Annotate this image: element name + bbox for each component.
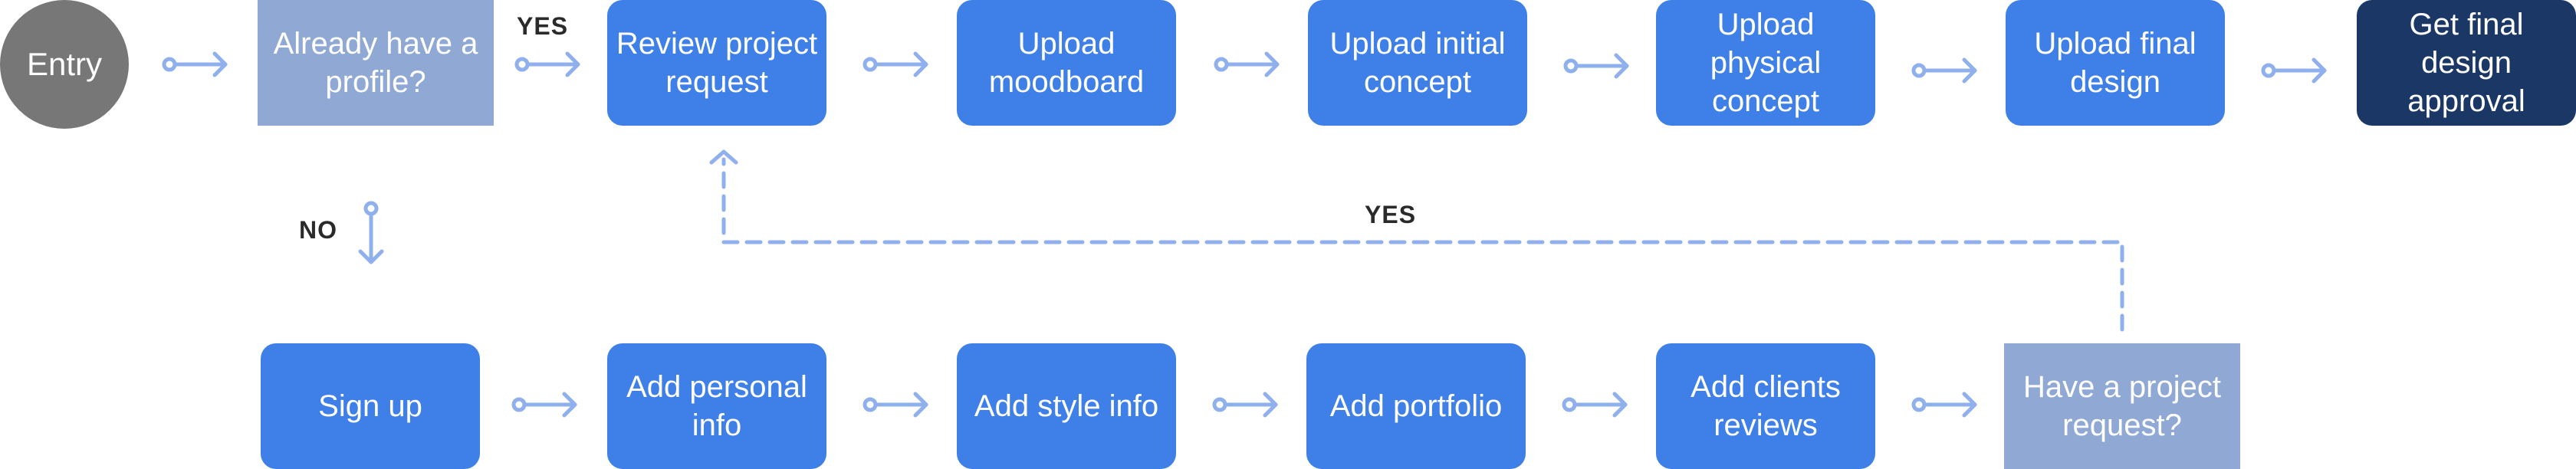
upload-moodboard-step: Upload moodboard [957, 0, 1176, 126]
get-final-design-approval-step: Get final design approval [2357, 0, 2576, 126]
loop-back-connector [721, 157, 2124, 332]
connector-profile-to-review [517, 54, 578, 75]
upload-physical-concept-step: Upload physical concept [1656, 0, 1875, 126]
add-portfolio-step: Add portfolio [1306, 343, 1526, 469]
connector-style-to-portfolio [1214, 394, 1276, 415]
upload-initial-concept-step: Upload initial concept [1308, 0, 1527, 126]
connector-signup-to-personal [514, 394, 575, 415]
connector-physical-to-final [1914, 60, 1975, 81]
add-personal-info-step: Add personal info [607, 343, 826, 469]
add-style-info-step: Add style info [957, 343, 1176, 469]
yes-label-top: YES [517, 12, 569, 40]
review-project-request-step: Review project request [607, 0, 826, 126]
have-project-request-decision: Have a project request? [2004, 343, 2240, 469]
connector-final-to-approval [2263, 60, 2325, 81]
connector-moodboard-to-initial [1216, 54, 1277, 75]
connector-entry-to-profile [164, 54, 225, 75]
loop-back-arrowhead [709, 149, 738, 165]
add-clients-reviews-step: Add clients reviews [1656, 343, 1875, 469]
connector-portfolio-to-reviews [1564, 394, 1625, 415]
connector-review-to-moodboard [865, 54, 926, 75]
entry-node: Entry [0, 0, 129, 129]
upload-final-design-step: Upload final design [2006, 0, 2225, 126]
connector-initial-to-physical [1566, 55, 1627, 77]
sign-up-step: Sign up [261, 343, 480, 469]
connector-reviews-to-request [1914, 394, 1975, 415]
no-label: NO [299, 216, 337, 244]
yes-label-loop: YES [1365, 201, 1417, 228]
already-have-profile-decision: Already have a profile? [258, 0, 494, 126]
connector-profile-to-signup [358, 201, 384, 264]
connector-personal-to-style [865, 394, 926, 415]
